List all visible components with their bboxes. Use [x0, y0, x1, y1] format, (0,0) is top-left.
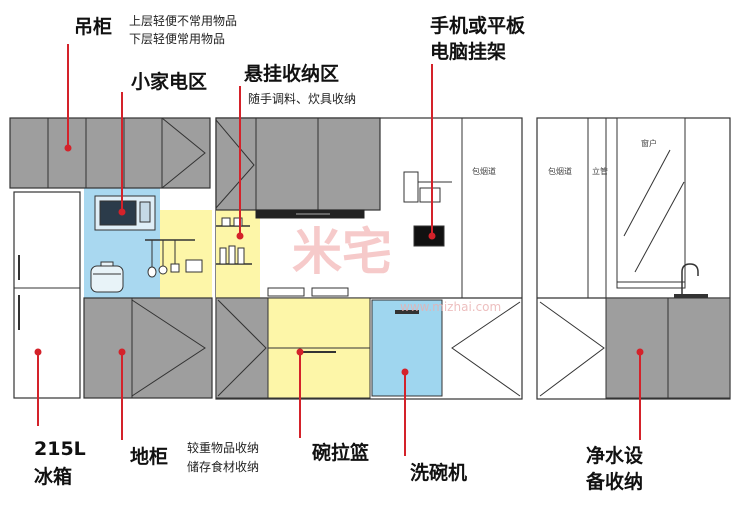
- water-purifier-line-1: 净水设: [586, 445, 644, 467]
- appliance-zone-title: 小家电区: [131, 71, 208, 93]
- device-rack-drawing: [403, 171, 452, 247]
- burners-drawing: [267, 287, 349, 297]
- fridge-label-capacity: 215L: [34, 438, 86, 460]
- fridge-label-name: 冰箱: [34, 466, 73, 488]
- base-cabinet-left-drawing: [83, 297, 213, 399]
- dish-basket-title: 碗拉篮: [312, 442, 370, 464]
- base-cabinet-door-right: [451, 301, 521, 397]
- hanging-storage-title: 悬挂收纳区: [244, 63, 340, 85]
- base-cabinet-middle-drawing: [215, 297, 269, 399]
- standpipe-label: 立管: [592, 167, 608, 176]
- rice-cooker-drawing: [90, 261, 124, 293]
- window-drawing: [616, 117, 686, 289]
- base-cabinet-title: 地柜: [130, 446, 169, 468]
- wall-cabinet-note-2: 下层轻便常用物品: [129, 32, 226, 46]
- dishwasher-title: 洗碗机: [410, 462, 468, 484]
- device-rack-line-2: 电脑挂架: [430, 41, 507, 63]
- pipe-label-b: 包烟道: [548, 167, 572, 176]
- device-rack-line-1: 手机或平板: [430, 15, 526, 37]
- hanging-storage-note: 随手调料、炊具收纳: [248, 92, 357, 106]
- utensils-drawing: [145, 239, 203, 278]
- hanging-zone-left-area: [160, 210, 212, 298]
- base-cabinet-note-2: 储存食材收纳: [187, 460, 260, 474]
- watermark-logo: 米宅: [292, 223, 392, 281]
- range-hood-drawing: [255, 209, 365, 219]
- base-cabinet-note-1: 较重物品收纳: [187, 441, 260, 455]
- fridge-drawing: [13, 191, 81, 399]
- watermark-url: www.mizhai.com: [400, 300, 502, 314]
- pipe-label-a: 包烟道: [472, 167, 496, 176]
- water-purifier-line-2: 备收纳: [586, 471, 644, 493]
- sink-cabinet-drawing: [537, 297, 731, 399]
- window-label: 窗户: [641, 139, 657, 148]
- wall-cabinet-title: 吊柜: [74, 16, 113, 38]
- seasoning-shelves-drawing: [216, 217, 252, 265]
- leader-lines: [34, 44, 644, 456]
- faucet-drawing: [674, 263, 708, 298]
- wall-cabinet-left: [9, 117, 211, 189]
- dish-basket-drawing: [267, 297, 371, 399]
- dishwasher-drawing: [371, 299, 443, 397]
- wall-cabinet-note-1: 上层轻便不常用物品: [129, 14, 238, 28]
